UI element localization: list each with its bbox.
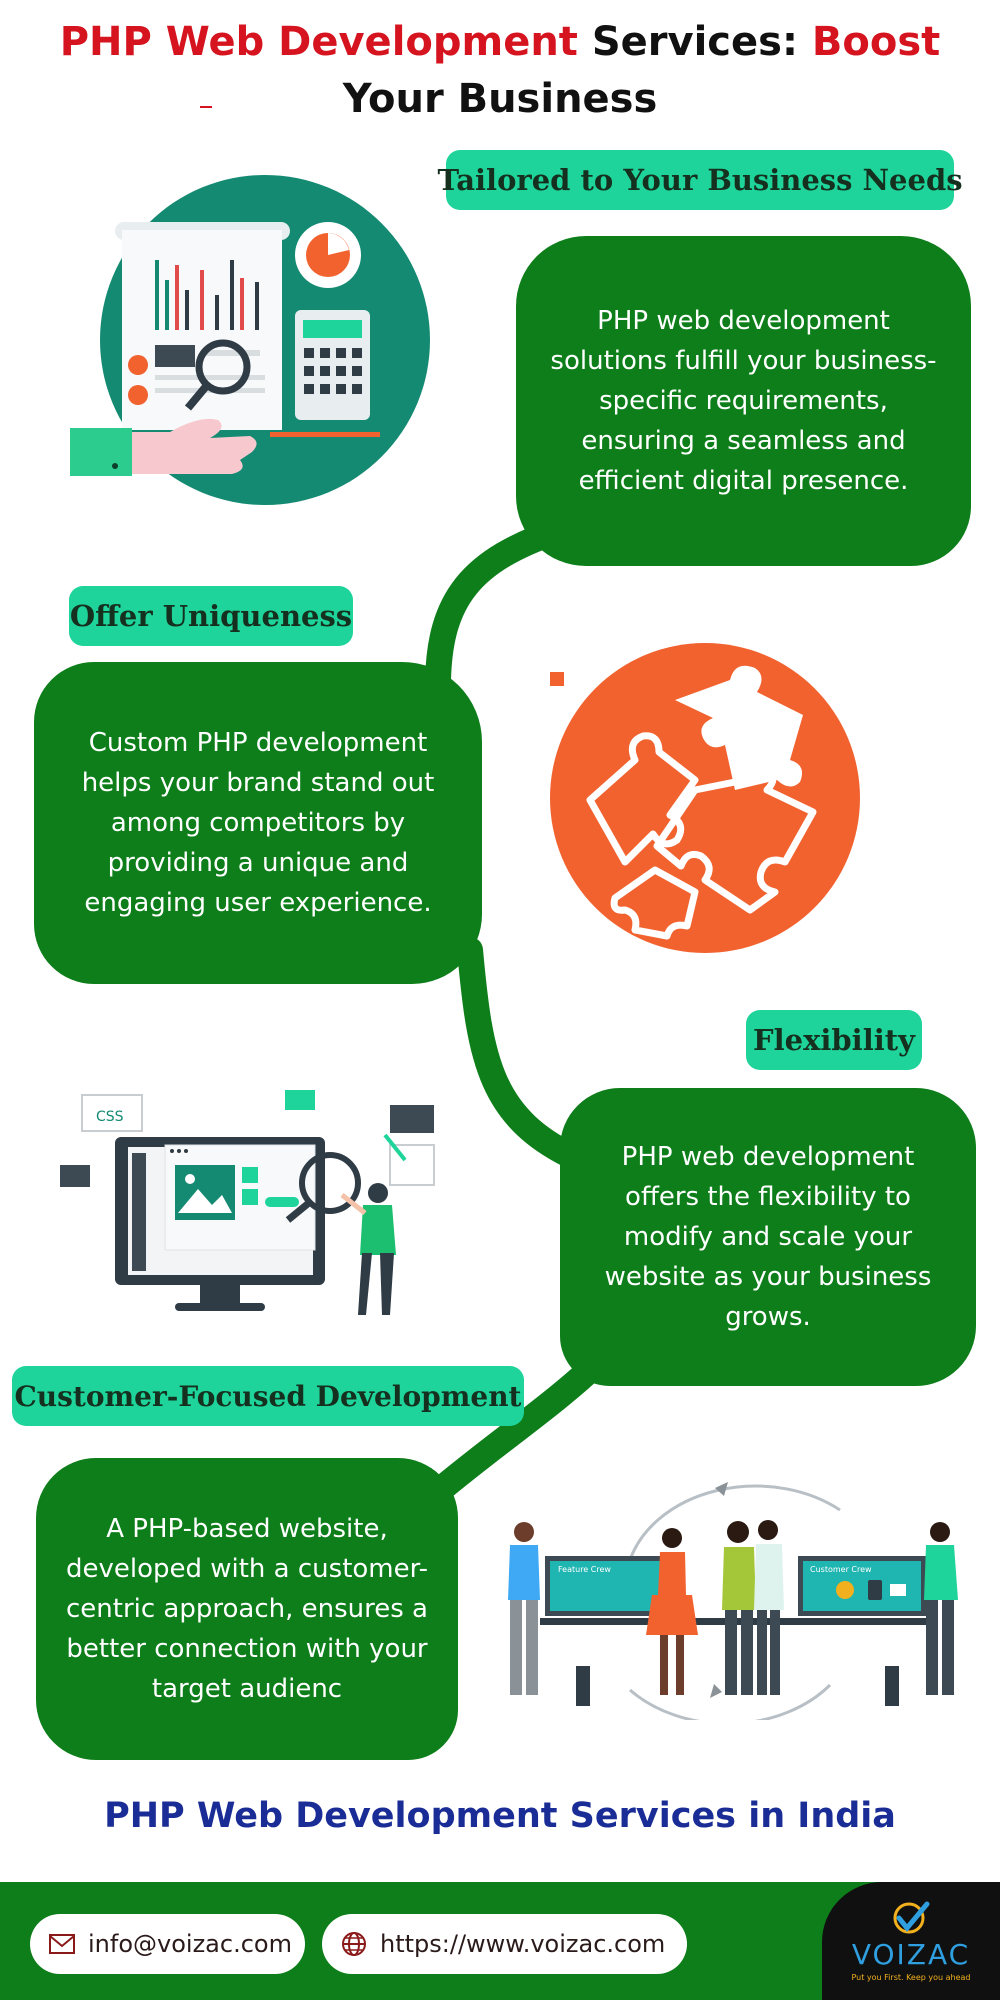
web-design-icon: CSS: [60, 1090, 435, 1315]
business-analytics-icon: [70, 175, 430, 505]
voizac-checkmark-icon: [893, 1901, 930, 1934]
logo-tagline: Put you First. Keep you ahead: [851, 1973, 971, 1982]
title-highlight-boost: Boost: [811, 19, 941, 65]
heading-uniqueness: Offer Uniqueness: [69, 586, 353, 646]
email-text: info@voizac.com: [88, 1930, 292, 1958]
text-bubble-customer-focused: A PHP-based website, developed with a cu…: [36, 1458, 458, 1760]
feature-crew-label: Feature Crew: [558, 1565, 611, 1574]
css-label: CSS: [96, 1109, 124, 1125]
puzzle-icon: [550, 643, 860, 953]
customer-crew-label: Customer Crew: [810, 1565, 872, 1574]
text-bubble-uniqueness: Custom PHP development helps your brand …: [34, 662, 482, 984]
website-text: https://www.voizac.com: [380, 1930, 666, 1958]
heading-tailored: Tailored to Your Business Needs: [437, 150, 963, 210]
logo-text: VOIZAC: [851, 1938, 971, 1971]
title-text-end: Your Business: [342, 76, 658, 122]
heading-customer-focused: Customer-Focused Development: [12, 1366, 524, 1426]
email-link[interactable]: info@voizac.com: [30, 1914, 305, 1974]
mail-icon: [49, 1934, 75, 1954]
voizac-logo[interactable]: VOIZAC Put you First. Keep you ahead: [822, 1882, 1000, 2000]
title-highlight: PHP Web Development: [59, 19, 578, 65]
page-title: PHP Web Development Services: Boost Your…: [20, 14, 980, 128]
heading-flexibility: Flexibility: [746, 1010, 922, 1070]
text-bubble-tailored: PHP web development solutions fulfill yo…: [516, 236, 971, 566]
team-collaboration-icon: Feature Crew Customer Crew: [508, 1482, 958, 1720]
title-dash: [200, 106, 212, 108]
globe-icon: [342, 1932, 366, 1956]
footer: info@voizac.com https://www.voizac.com V…: [0, 1882, 1000, 2000]
text-bubble-flexibility: PHP web development offers the flexibili…: [560, 1088, 976, 1386]
title-text: Services:: [577, 19, 812, 65]
website-link[interactable]: https://www.voizac.com: [322, 1914, 687, 1974]
services-heading: PHP Web Development Services in India: [104, 1796, 896, 1836]
